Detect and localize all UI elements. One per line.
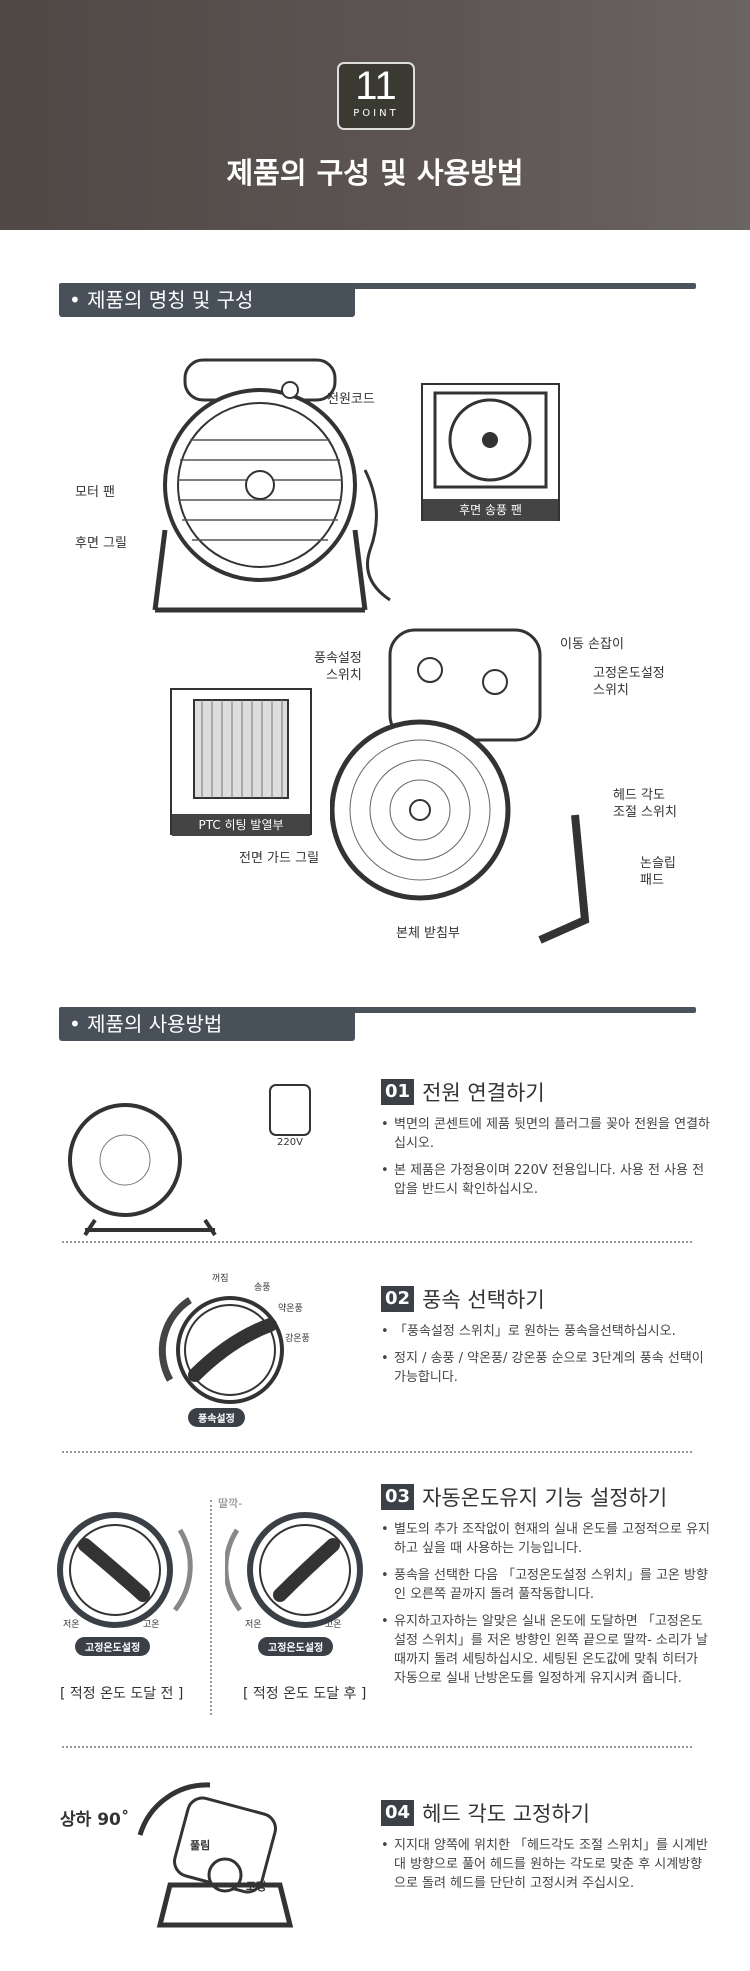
section-divider-bar (59, 1007, 696, 1013)
dial-low-label: 약온풍 (278, 1304, 303, 1314)
power-connect-illustration: 220V (68, 1084, 311, 1237)
label-power-cord: 전원코드 (327, 392, 375, 407)
step-03: 03 자동온도유지 기능 설정하기 별도의 추가 조작없이 현재의 실내 온도를 … (381, 1482, 711, 1688)
voltage-label: 220V (277, 1137, 303, 1148)
ptc-detail-box: PTC 히팅 발열부 (170, 688, 312, 836)
temp-dial-before-icon (57, 1512, 193, 1628)
fix-label: 고정 (246, 1880, 267, 1893)
high-temp-label: 고온 (325, 1620, 342, 1630)
dial-high-label: 강온풍 (285, 1334, 310, 1344)
label-nonslip-pad: 논슬립 패드 (640, 856, 676, 888)
dial-off-label: 꺼짐 (212, 1274, 229, 1284)
step-number: 04 (381, 1800, 415, 1826)
dial-caption: 고정온도설정 (75, 1637, 151, 1656)
heater-rear-illustration (152, 358, 391, 613)
page-title: 제품의 구성 및 사용방법 (226, 156, 524, 190)
label-speed-switch: 풍속설정 스위치 (314, 651, 362, 683)
label-head-switch: 헤드 각도 조절 스위치 (613, 788, 677, 820)
step-title: 풍속 선택하기 (422, 1288, 545, 1312)
step-title: 전원 연결하기 (422, 1081, 545, 1105)
temp-dial-after-icon (225, 1512, 363, 1628)
step-02: 02 풍속 선택하기 「풍속설정 스위치」로 원하는 풍속을선택하십시오. 정지 … (381, 1284, 711, 1387)
bullet: 유지하고자하는 알맞은 실내 온도에 도달하면 「고정온도 설정 스위치」를 저… (381, 1612, 711, 1688)
label-carry-handle: 이동 손잡이 (560, 637, 624, 652)
vertical-divider (210, 1500, 212, 1715)
step-title: 자동온도유지 기능 설정하기 (422, 1486, 668, 1510)
section-title: • 제품의 명칭 및 구성 (59, 283, 355, 317)
section-title: • 제품의 사용방법 (59, 1007, 355, 1041)
high-temp-label: 고온 (143, 1620, 160, 1630)
rear-fan-caption: 후면 송풍 팬 (423, 499, 558, 521)
bullet: 본 제품은 가정용이며 220V 전용입니다. 사용 전 사용 전압을 반드시 … (381, 1161, 711, 1199)
label-rear-grill: 후면 그릴 (75, 536, 127, 551)
dial-caption: 풍속설정 (188, 1408, 245, 1427)
label-base: 본체 받침부 (396, 926, 460, 941)
head-angle-illustration (137, 1782, 294, 1928)
hero-banner: 11 POINT 제품의 구성 및 사용방법 (0, 0, 750, 230)
rear-fan-detail-box: 후면 송풍 팬 (421, 383, 560, 521)
ptc-heater-icon (193, 699, 289, 799)
step-number: 03 (381, 1484, 415, 1510)
step-04: 04 헤드 각도 고정하기 지지대 양쪽에 위치한 「헤드각도 조절 스위치」를 … (381, 1798, 711, 1893)
caption-after: [ 적정 온도 도달 후 ] (243, 1686, 367, 1702)
bullet: 지지대 양쪽에 위치한 「헤드각도 조절 스위치」를 시계반대 방향으로 풀어 … (381, 1836, 711, 1893)
dial-fan-label: 송풍 (254, 1283, 271, 1293)
section-divider-bar (59, 283, 696, 289)
bullet: 풍속을 선택한 다음 「고정온도설정 스위치」를 고온 방향인 오른쪽 끝까지 … (381, 1566, 711, 1604)
bullet: 벽면의 콘센트에 제품 뒷면의 플러그를 꽂아 전원을 연결하십시오. (381, 1115, 711, 1153)
angle-label: 상하 90˚ (60, 1810, 130, 1830)
step-01: 01 전원 연결하기 벽면의 콘센트에 제품 뒷면의 플러그를 꽂아 전원을 연결… (381, 1077, 711, 1199)
step-number: 02 (381, 1286, 415, 1312)
label-temp-switch: 고정온도설정 스위치 (593, 666, 665, 698)
ptc-caption: PTC 히팅 발열부 (172, 814, 310, 836)
low-temp-label: 저온 (63, 1620, 80, 1630)
low-temp-label: 저온 (245, 1620, 262, 1630)
rear-fan-icon (433, 391, 548, 489)
dial-caption: 고정온도설정 (258, 1637, 334, 1656)
heater-front-illustration (330, 628, 590, 944)
bullet: 「풍속설정 스위치」로 원하는 풍속을선택하십시오. (381, 1322, 711, 1341)
speed-dial-icon (158, 1296, 284, 1404)
dotted-divider (62, 1241, 692, 1243)
caption-before: [ 적정 온도 도달 전 ] (60, 1686, 184, 1702)
point-badge: 11 POINT (337, 62, 415, 130)
bullet: 별도의 추가 조작없이 현재의 실내 온도를 고정적으로 유지하고 싶을 때 사… (381, 1520, 711, 1558)
label-motor-fan: 모터 팬 (75, 485, 116, 500)
dotted-divider (62, 1746, 692, 1748)
label-front-guard: 전면 가드 그릴 (239, 851, 320, 866)
step-title: 헤드 각도 고정하기 (422, 1802, 590, 1826)
loosen-label: 풀림 (190, 1839, 211, 1852)
click-sound-label: 딸깍- (218, 1497, 243, 1510)
bullet: 정지 / 송풍 / 약온풍/ 강온풍 순으로 3단계의 풍속 선택이 가능합니다… (381, 1349, 711, 1387)
step-number: 01 (381, 1079, 415, 1105)
dotted-divider (62, 1451, 692, 1453)
